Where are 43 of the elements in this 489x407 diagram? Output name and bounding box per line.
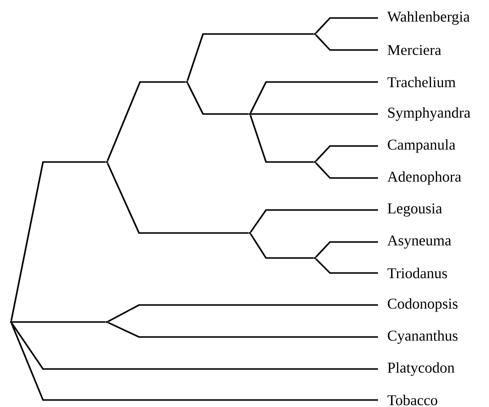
branch-line (108, 304, 378, 322)
taxon-label: Trachelium (387, 76, 456, 88)
branch-line (11, 322, 378, 370)
branch-point (314, 256, 316, 260)
taxon-label: Symphyandra (388, 107, 470, 121)
taxon-label: Wahlenbergia (387, 11, 470, 25)
branch-point (314, 160, 316, 164)
taxon-label: Legousia (388, 203, 442, 217)
branch-point (106, 160, 108, 164)
branch-line (106, 81, 186, 162)
branch-line (106, 162, 249, 234)
branch-point (106, 320, 108, 324)
branch-line (10, 322, 378, 401)
branch-line (250, 234, 314, 259)
taxon-label: Codonopsis (388, 298, 458, 312)
branch-line (11, 321, 106, 323)
branch-line (250, 114, 314, 163)
taxon-label: Tobacco (387, 394, 438, 406)
branch-line (315, 258, 378, 274)
branch-line (315, 17, 378, 34)
branch-line (250, 209, 378, 232)
branch-point (314, 32, 316, 36)
taxon-label: Triodanus (387, 268, 447, 278)
branch-line (186, 82, 249, 115)
branch-line (315, 241, 378, 258)
branch-line (10, 161, 106, 321)
branch-line (315, 162, 378, 179)
branch-line (315, 145, 378, 162)
branch-line (250, 81, 378, 114)
taxon-label: Merciera (388, 44, 442, 56)
taxon-label: Adenophora (387, 171, 462, 185)
branch-line (108, 322, 378, 338)
taxon-label: Cyananthus (388, 330, 458, 344)
branch-point (10, 320, 12, 324)
branch-point (186, 80, 188, 84)
taxon-label: Campanula (388, 139, 456, 153)
taxon-label: Platycodon (388, 362, 454, 376)
branch-line (315, 34, 378, 51)
branch-point (248, 232, 252, 234)
branch-line (186, 33, 314, 82)
taxon-label: Asyneuma (387, 235, 452, 249)
branch-point (248, 112, 252, 116)
branch-line (250, 113, 378, 115)
